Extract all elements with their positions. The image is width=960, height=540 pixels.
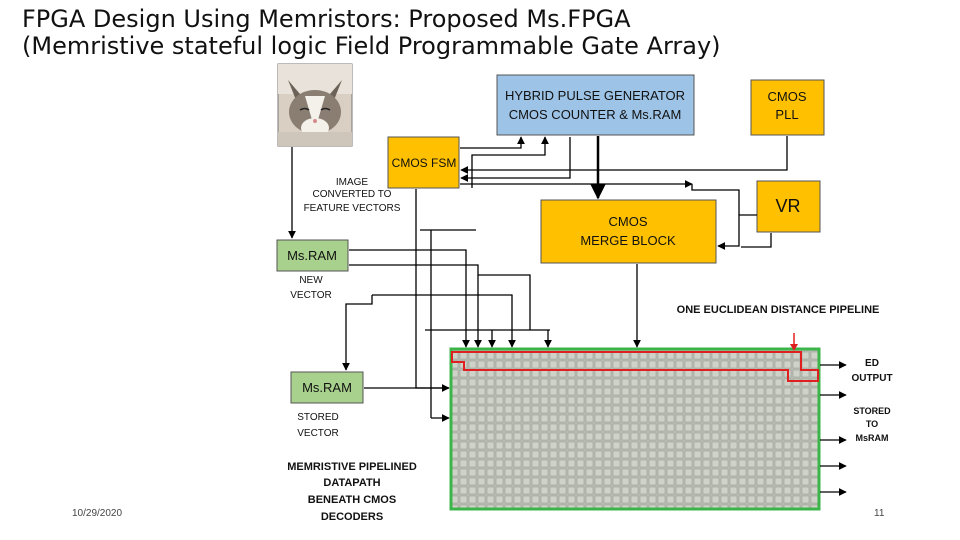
stored-vector-caption: STORED VECTOR [297, 412, 339, 439]
datapath-line-4: DECODERS [321, 511, 383, 523]
msram-stored-label: Ms.RAM [302, 380, 352, 395]
cmos-pll-block: CMOS PLL [750, 79, 825, 136]
image-caption-line-3: FEATURE VECTORS [304, 203, 401, 214]
stored-to-msram-caption: STORED TO MsRAM [853, 406, 891, 443]
title-line-1: FPGA Design Using Memristors: Proposed M… [22, 5, 631, 33]
msram-new-block: Ms.RAM [276, 239, 349, 272]
stored-to-line-2: TO [866, 419, 878, 429]
slide-page-number: 11 [874, 508, 885, 519]
merge-line-1: CMOS [609, 214, 648, 229]
new-vector-line-1: NEW [299, 275, 323, 286]
cmos-pll-line-1: CMOS [768, 89, 807, 104]
image-caption-line-2: CONVERTED TO [313, 189, 392, 200]
stored-to-line-1: STORED [853, 406, 891, 416]
vr-block: VR [756, 180, 821, 233]
ed-output-line-1: ED [865, 358, 879, 369]
ed-output-line-2: OUTPUT [851, 373, 892, 384]
memristive-array [449, 333, 821, 511]
image-caption-line-1: IMAGE [336, 177, 369, 188]
new-vector-caption: NEW VECTOR [290, 275, 332, 301]
slide-title: FPGA Design Using Memristors: Proposed M… [22, 6, 721, 60]
datapath-line-3: BENEATH CMOS [308, 494, 396, 506]
slide-date: 10/29/2020 [72, 508, 123, 519]
euclidean-pipeline-outline [451, 351, 819, 382]
hybrid-line-1: HYBRID PULSE GENERATOR [505, 88, 685, 103]
hybrid-pulse-generator-block: HYBRID PULSE GENERATOR CMOS COUNTER & Ms… [496, 74, 695, 136]
vr-label: VR [775, 196, 800, 216]
cmos-fsm-label: CMOS FSM [392, 156, 457, 170]
datapath-line-2: DATAPATH [323, 477, 380, 489]
msram-new-label: Ms.RAM [287, 248, 337, 263]
datapath-line-1: MEMRISTIVE PIPELINED [287, 461, 417, 473]
stored-to-line-3: MsRAM [856, 433, 889, 443]
cmos-merge-block: CMOS MERGE BLOCK [540, 199, 717, 264]
image-caption: IMAGE CONVERTED TO FEATURE VECTORS [304, 177, 401, 214]
new-vector-line-2: VECTOR [290, 290, 332, 301]
title-line-2: (Memristive stateful logic Field Program… [22, 32, 721, 60]
ed-output-caption: ED OUTPUT [851, 358, 892, 384]
cmos-fsm-block: CMOS FSM [387, 136, 460, 189]
wires [288, 136, 847, 496]
datapath-caption: MEMRISTIVE PIPELINED DATAPATH BENEATH CM… [287, 461, 417, 523]
pipeline-caption: ONE EUCLIDEAN DISTANCE PIPELINE [677, 304, 880, 316]
msram-stored-block: Ms.RAM [290, 371, 364, 404]
cat-photo-icon [277, 63, 353, 147]
stored-vector-line-2: VECTOR [297, 428, 339, 439]
stored-vector-line-1: STORED [297, 412, 339, 423]
cmos-pll-line-2: PLL [775, 107, 798, 122]
hybrid-line-2: CMOS COUNTER & Ms.RAM [509, 107, 682, 122]
merge-line-2: MERGE BLOCK [580, 233, 676, 248]
